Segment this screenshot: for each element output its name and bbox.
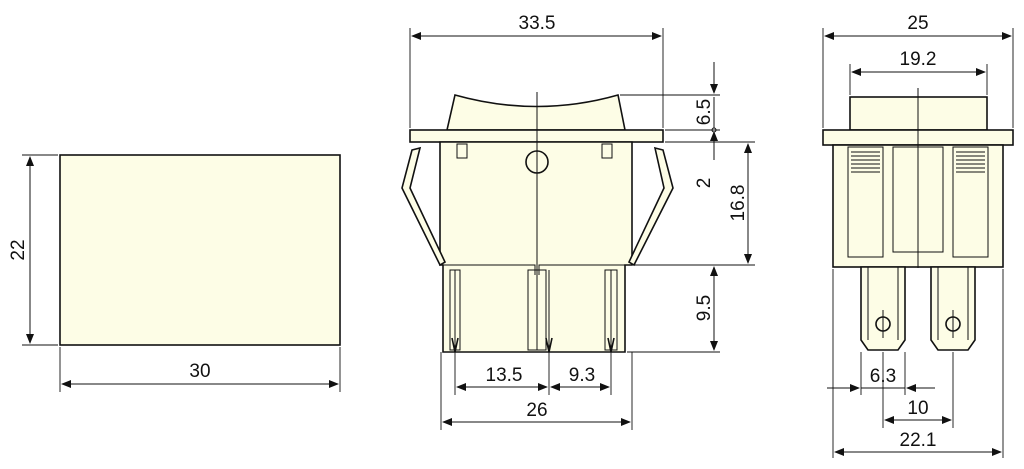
side-total-width-label: 33.5 [519,13,556,34]
right-snap-clip [627,146,674,267]
terminal-length-label: 9.5 [694,295,715,321]
front-height-label: 22 [8,239,29,260]
body-width-label: 26 [526,400,547,421]
front-width-label: 30 [189,361,210,382]
body-height-label: 16.8 [728,185,749,222]
rear-body-width-label: 22.1 [900,430,937,451]
front-face [59,154,341,346]
rocker-width-label: 19.2 [900,49,937,70]
front-view: 22 30 [8,154,341,392]
terminal-width-label: 6.3 [870,366,896,387]
rear-terminal-right [930,266,976,351]
bezel-thickness-label: 2 [694,178,715,189]
rear-view: 25 19.2 6.3 10 22.1 [822,13,1014,458]
side-view: 33.5 6.5 2 16.8 9.5 13.5 9.3 26 [401,13,755,430]
side-rocker [445,93,626,131]
pin-spacing-right-label: 9.3 [569,365,595,386]
rear-terminal-left [860,266,906,351]
rear-total-width-label: 25 [907,13,928,34]
terminal-pitch-label: 10 [907,398,928,419]
rocker-height-label: 6.5 [694,99,715,125]
pin-spacing-left-label: 13.5 [486,365,523,386]
left-snap-clip [401,146,447,267]
